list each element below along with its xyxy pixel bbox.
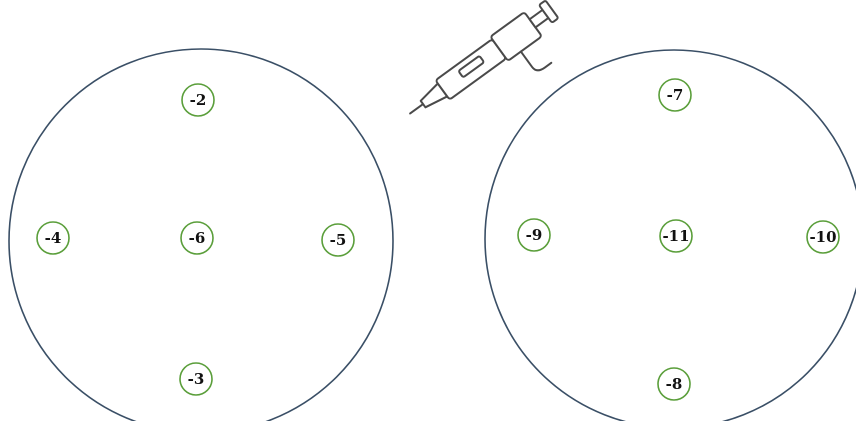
well-label: -10	[809, 228, 836, 246]
well-label: -7	[667, 86, 684, 104]
well-label: -11	[662, 227, 689, 245]
left-plate-well-left: -4	[37, 222, 69, 254]
left-plate-well-right: -5	[322, 224, 354, 256]
right-plate: -7 -9 -11 -10 -8	[485, 50, 856, 421]
well-label: -9	[526, 226, 543, 244]
well-label: -3	[188, 370, 205, 388]
right-plate-well-bottom: -8	[658, 368, 690, 400]
well-label: -6	[189, 229, 206, 247]
left-plate-well-top: -2	[182, 84, 214, 116]
left-plate-well-center: -6	[181, 222, 213, 254]
micropipette-icon	[401, 0, 577, 147]
well-label: -5	[330, 231, 347, 249]
right-plate-well-right: -10	[807, 221, 839, 253]
left-plate: -2 -4 -6 -5 -3	[9, 49, 393, 421]
right-plate-well-center: -11	[660, 220, 692, 252]
right-plate-well-top: -7	[659, 79, 691, 111]
right-plate-well-left: -9	[518, 219, 550, 251]
well-label: -8	[666, 375, 683, 393]
well-label: -4	[45, 229, 62, 247]
left-plate-well-bottom: -3	[180, 363, 212, 395]
well-label: -2	[190, 91, 207, 109]
